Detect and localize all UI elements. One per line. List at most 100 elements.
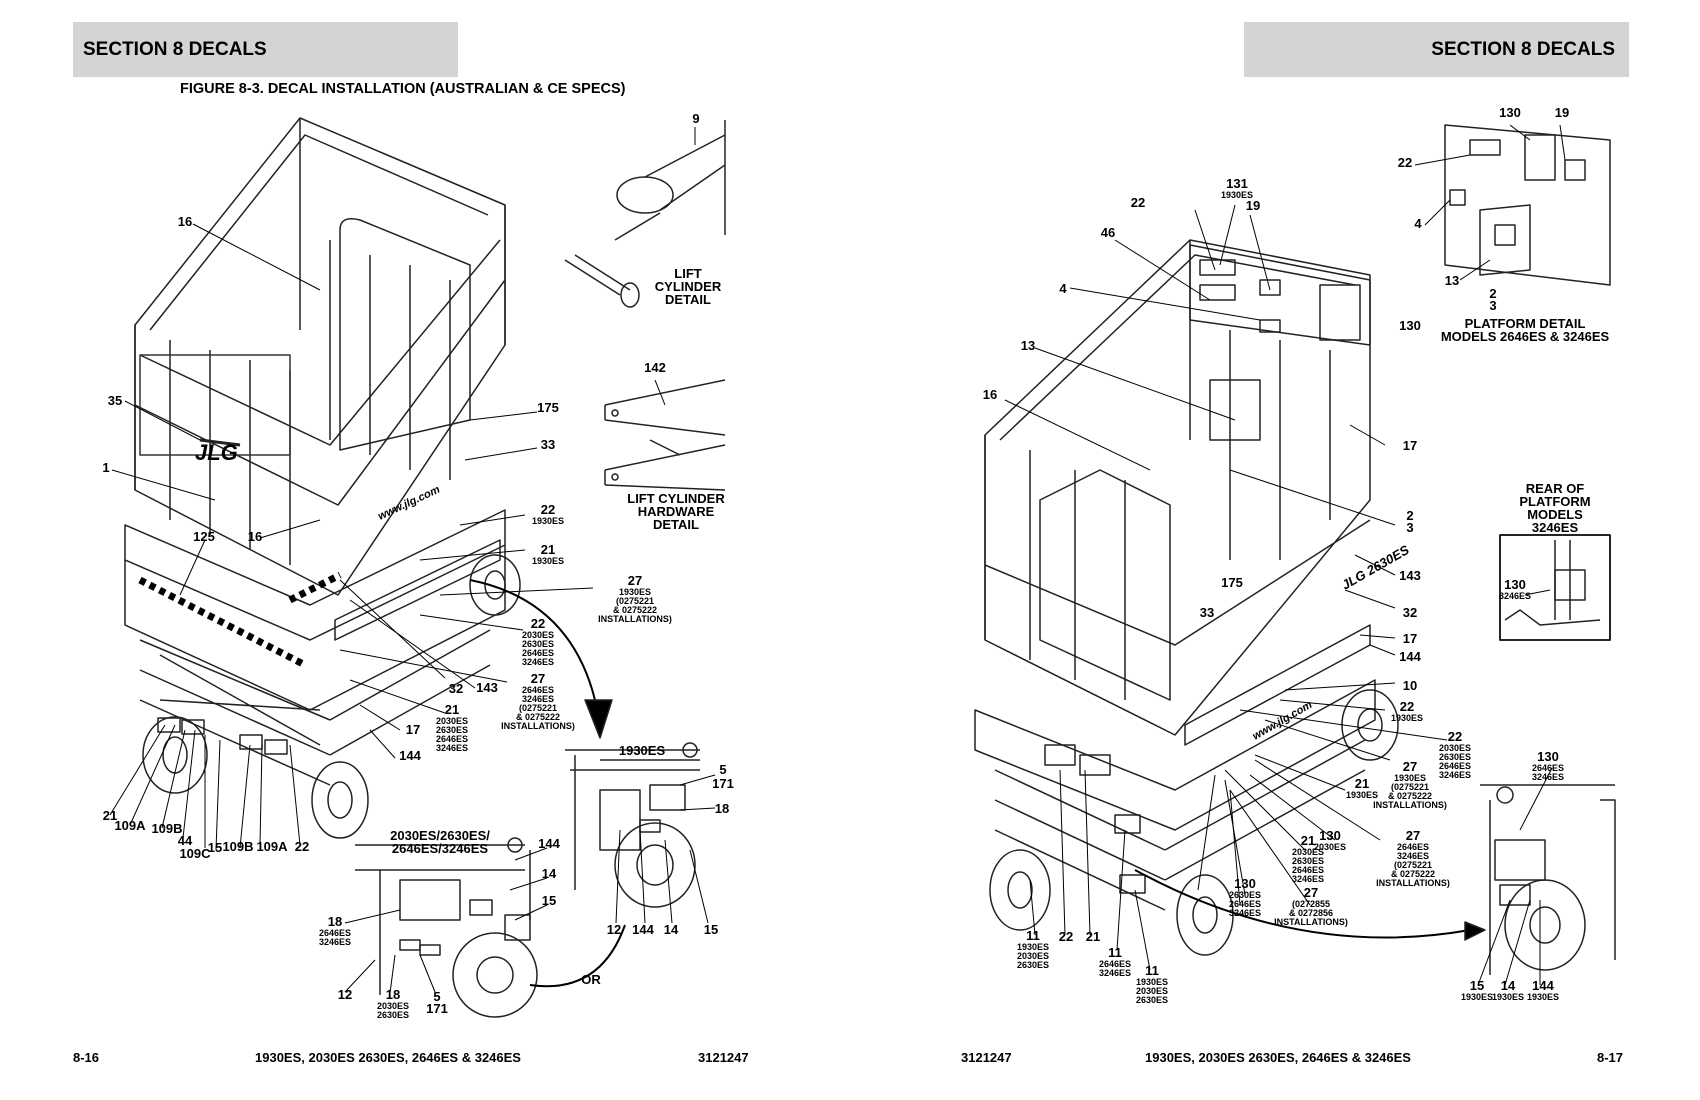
rear-platform-caption-2: PLATFORM	[1519, 494, 1590, 509]
callout-number: 17	[1403, 631, 1417, 646]
rear-platform-caption-1: REAR OF	[1526, 481, 1585, 496]
callout-model-note: 2646ES	[1229, 899, 1261, 909]
callout-model-note: 1930ES	[1221, 190, 1253, 200]
callout-number: 4	[1414, 216, 1422, 231]
callout-number: 27	[1403, 759, 1417, 774]
callout-number: 130	[1537, 749, 1559, 764]
callout-model-note: 1930ES	[619, 587, 651, 597]
svg-text:JLG: JLG	[195, 440, 238, 465]
lift-cylinder-caption-2: CYLINDER	[655, 279, 722, 294]
lch-caption-1: LIFT CYLINDER	[627, 491, 725, 506]
left-footer-models: 1930ES, 2030ES 2630ES, 2646ES & 3246ES	[255, 1050, 521, 1065]
callout-number: 44	[178, 833, 193, 848]
callout-number: 19	[1555, 105, 1569, 120]
callout-l-143: 143	[476, 680, 498, 695]
callout-number: 16	[983, 387, 997, 402]
callout-l-17: 17	[406, 722, 420, 737]
callout-model-note: 1930ES	[1346, 790, 1378, 800]
callout-r-17b: 17	[1403, 631, 1417, 646]
callout-model-note: (0275221	[616, 596, 654, 606]
lift-cylinder-hardware-detail-drawing	[604, 379, 726, 491]
callout-model-note: 2030ES	[522, 630, 554, 640]
callout-model-note: & 0275222	[613, 605, 657, 615]
callout-model-note: 2030ES	[1292, 847, 1324, 857]
callout-l-109b1: 109B	[151, 821, 182, 836]
callout-model-note: 2630ES	[1292, 856, 1324, 866]
callout-r-4b: 4	[1059, 281, 1067, 296]
svg-text:www.jlg.com: www.jlg.com	[1251, 699, 1315, 743]
callout-number: 33	[1200, 605, 1214, 620]
inset-2030es-drawing	[355, 837, 626, 1018]
callout-model-note: 2646ES	[319, 928, 351, 938]
callout-model-note: & 0272856	[1289, 908, 1333, 918]
callout-number: 2	[1489, 286, 1496, 301]
callout-number: 21	[541, 542, 555, 557]
callout-number: 10	[1403, 678, 1417, 693]
callout-number: 11	[1145, 963, 1159, 978]
platform-detail-caption-1: PLATFORM DETAIL	[1465, 316, 1586, 331]
callout-number: 27	[628, 573, 642, 588]
callout-number: 144	[399, 748, 421, 763]
callout-r-143: 143	[1399, 568, 1421, 583]
callout-number: 1	[102, 460, 109, 475]
callout-l-21c: 21	[103, 808, 117, 823]
right-section-header: SECTION 8 DECALS	[1244, 22, 1629, 77]
callout-l-16b: 16	[248, 529, 262, 544]
right-footer-models: 1930ES, 2030ES 2630ES, 2646ES & 3246ES	[1145, 1050, 1411, 1065]
inset-1930es-drawing	[565, 742, 700, 908]
callout-number: 21	[445, 702, 459, 717]
callout-number: 171	[426, 1001, 448, 1016]
callout-r-19a: 19	[1555, 105, 1569, 120]
callout-model-note: 2030ES	[1136, 986, 1168, 996]
callout-model-note: 1930ES	[1136, 977, 1168, 987]
callout-r-32: 32	[1403, 605, 1417, 620]
callout-l-109a2: 109A	[256, 839, 288, 854]
callout-r-22e: 22	[1059, 929, 1073, 944]
callout-r-23b: 23	[1406, 508, 1413, 535]
callout-number: 143	[1399, 568, 1421, 583]
callout-model-note: INSTALLATIONS)	[1373, 800, 1447, 810]
callout-model-note: 2646ES	[522, 648, 554, 658]
or-caption: OR	[581, 972, 601, 987]
callout-number: 21	[103, 808, 117, 823]
callout-model-note: 3246ES	[1099, 968, 1131, 978]
inset-1930es-caption: 1930ES	[619, 743, 666, 758]
right-leader-lines	[1004, 124, 1566, 986]
platform-detail-drawing	[1444, 124, 1611, 286]
callout-model-note: 3246ES	[522, 694, 554, 704]
callout-number: 12	[607, 922, 621, 937]
callout-l-22c: 22	[295, 839, 309, 854]
callout-number: 18	[328, 914, 342, 929]
callout-model-note: (0275221	[1394, 860, 1432, 870]
callout-number: 15	[208, 840, 222, 855]
callout-number: 143	[476, 680, 498, 695]
callout-number: 125	[193, 529, 215, 544]
callout-model-note: 2646ES	[1099, 959, 1131, 969]
callout-number: 11	[1026, 928, 1040, 943]
callout-model-note: INSTALLATIONS)	[598, 614, 672, 624]
callout-model-note: 1930ES	[1461, 992, 1493, 1002]
callout-number: 5	[433, 989, 440, 1004]
callout-number: 2	[1406, 508, 1413, 523]
lift-cylinder-caption-1: LIFT	[674, 266, 701, 281]
callout-number: 130	[1504, 577, 1526, 592]
callout-model-note: 2030ES	[1017, 951, 1049, 961]
callout-number: 175	[1221, 575, 1243, 590]
callout-model-note: & 0275222	[1388, 791, 1432, 801]
right-footer-doc: 3121247	[961, 1050, 1012, 1065]
callout-model-note: 3246ES	[436, 743, 468, 753]
callout-l-142: 142	[644, 360, 666, 375]
